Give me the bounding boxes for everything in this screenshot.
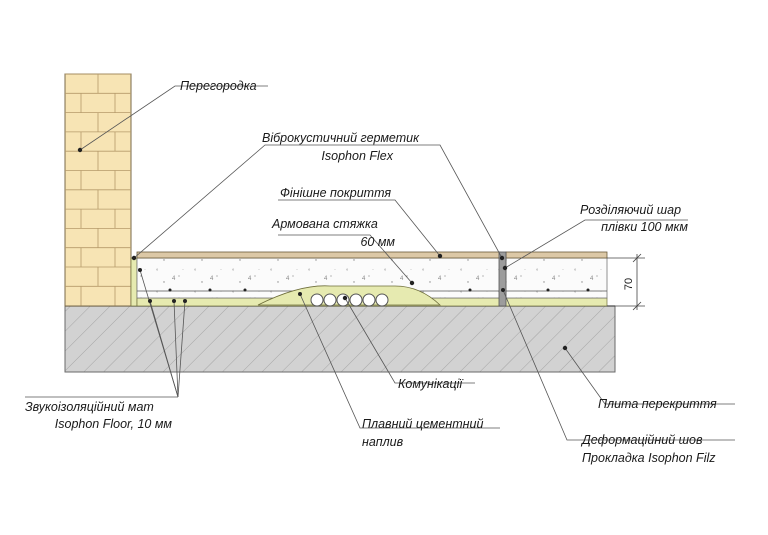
label-cement-2: наплив: [362, 435, 404, 449]
label-screed-2: 60 мм: [360, 235, 395, 249]
label-mat-1: Звукоізоляційний мат: [25, 400, 154, 414]
leader-lines: [25, 85, 735, 441]
label-sealant-1: Віброкустичний герметик: [262, 131, 420, 145]
brick-partition: [64, 73, 132, 307]
label-mat-2: Isophon Floor, 10 мм: [55, 417, 173, 431]
reinforced-screed-right: [505, 257, 608, 299]
leader-dots: [77, 147, 590, 351]
label-screed-1: Армована стяжка: [271, 217, 378, 231]
label-joint-2: Прокладка Isophon Filz: [582, 451, 716, 465]
label-finish: Фінішне покриття: [280, 186, 391, 200]
label-slab: Плита перекриття: [598, 397, 717, 411]
label-sealant-2: Isophon Flex: [321, 149, 393, 163]
dimension-label: 70: [623, 278, 635, 290]
label-film-2: плівки 100 мкм: [601, 220, 688, 234]
finish-coating-left: [136, 251, 501, 259]
cement-smooth-transition: [257, 285, 442, 306]
label-joint-1: Деформаційний шов: [580, 433, 703, 447]
label-utilities: Комунікації: [398, 377, 464, 391]
label-partition: Перегородка: [180, 79, 257, 93]
label-cement-1: Плавний цементний: [362, 417, 483, 431]
finish-coating-right: [505, 251, 608, 259]
floor-slab: [64, 305, 616, 373]
dimension-marker: [607, 253, 645, 311]
label-film-1: Розділяючий шар: [580, 203, 681, 217]
expansion-joint-strip: [498, 251, 507, 307]
edge-mat-strip: [130, 257, 138, 307]
